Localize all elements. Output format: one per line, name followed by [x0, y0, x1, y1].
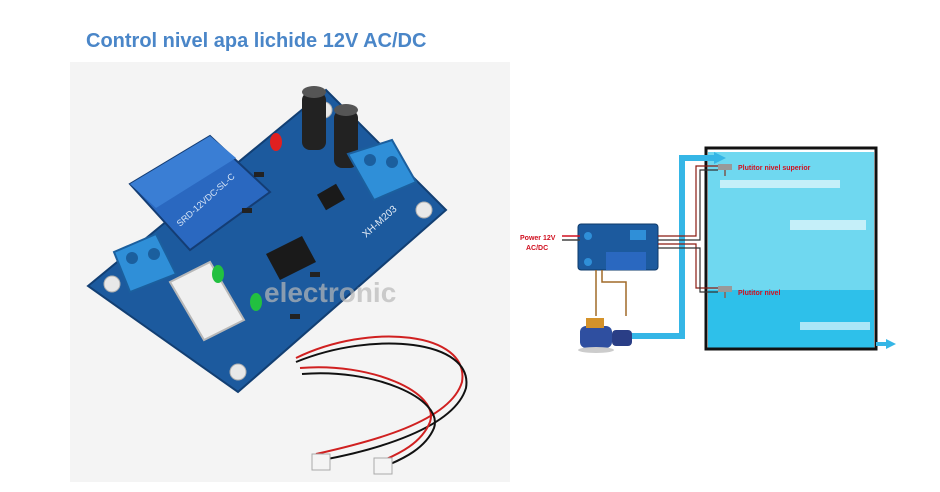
capacitor	[302, 92, 326, 150]
mount-hole	[415, 201, 433, 219]
water-tank	[704, 146, 878, 351]
wire-red	[295, 335, 464, 455]
green-led	[250, 293, 262, 311]
wire-black	[295, 342, 468, 461]
power-label-line2: AC/DC	[526, 245, 548, 252]
red-led	[270, 133, 282, 151]
lower-float	[718, 286, 732, 292]
lower-float-label: Plutitor nivel	[738, 290, 780, 297]
terminal-block-right	[346, 138, 418, 202]
watermark: electronic	[264, 277, 396, 308]
wire-black	[301, 372, 436, 467]
jst-connector	[168, 260, 246, 342]
green-led	[212, 265, 224, 283]
power-label-line1: Power 12V	[520, 235, 556, 242]
wiring-diagram: Plutitor nivel superior Plutitor nivel P…	[520, 146, 896, 353]
capacitor-top	[302, 86, 326, 98]
tank-water-lower	[708, 290, 874, 348]
outlet-arrow	[886, 339, 896, 349]
ic-chip	[266, 236, 316, 280]
relay-top	[130, 136, 236, 208]
transistor	[316, 183, 346, 211]
upper-float	[718, 164, 732, 170]
wire-connector	[373, 457, 393, 475]
mount-hole	[103, 275, 121, 293]
terminal-block-left	[112, 232, 178, 294]
capacitor-top	[334, 104, 358, 116]
wire-red	[299, 366, 432, 463]
inlet-pipe	[630, 155, 714, 339]
page-title: Control nivel apa lichide 12V AC/DC	[86, 30, 427, 52]
inlet-arrow	[714, 152, 726, 164]
wire-connector	[311, 453, 331, 471]
mount-hole	[229, 363, 247, 381]
product-photo: SRD-12VDC-SL-C XH-M203 electronic	[86, 86, 468, 475]
water-pump	[578, 318, 632, 353]
upper-float-label: Plutitor nivel superior	[738, 165, 811, 172]
